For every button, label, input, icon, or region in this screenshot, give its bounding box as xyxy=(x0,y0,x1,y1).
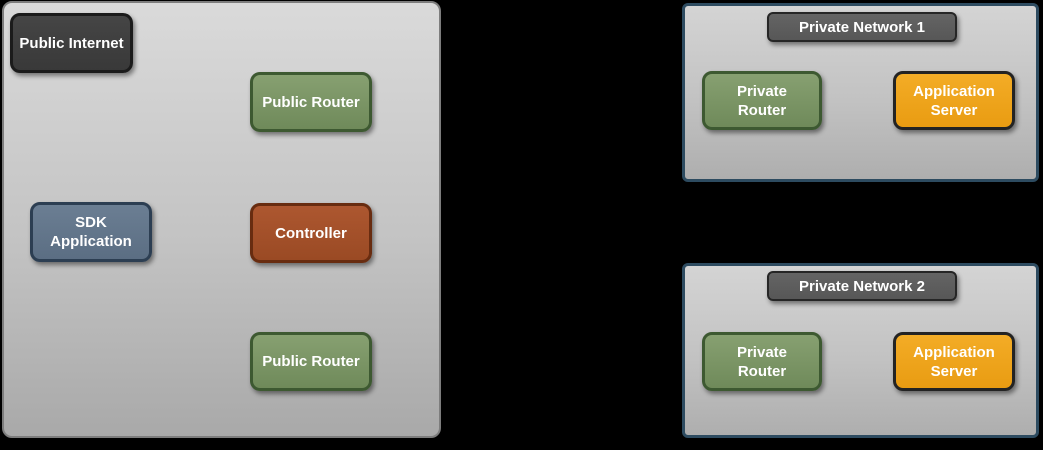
controller-label: Controller xyxy=(275,224,347,242)
public-router-top-label: Public Router xyxy=(262,93,360,111)
public-router-bottom-label: Public Router xyxy=(262,353,360,370)
public-internet-label: Public Internet xyxy=(19,34,124,52)
private-network-1-server-label: Application Server xyxy=(913,82,995,119)
private-network-2-server-label: Application Server xyxy=(913,343,995,380)
public-router-bottom-node: Public Router xyxy=(250,332,372,391)
private-network-1-zone: Private Network 1 Private Router Applica… xyxy=(682,3,1039,182)
sdk-application-node: SDK Application xyxy=(30,202,152,262)
public-router-top-node: Public Router xyxy=(250,72,372,132)
private-network-2-title-label: Private Network 2 xyxy=(799,277,925,295)
private-network-1-title-label: Private Network 1 xyxy=(799,18,925,36)
public-internet-zone: Public Internet Public Router SDK Applic… xyxy=(2,1,441,438)
private-network-1-title: Private Network 1 xyxy=(767,12,957,42)
private-network-1-router-node: Private Router xyxy=(702,71,822,130)
private-network-2-server-node: Application Server xyxy=(893,332,1015,391)
sdk-application-label: SDK Application xyxy=(50,214,132,250)
private-network-1-router-label: Private Router xyxy=(736,82,788,119)
private-network-2-router-label: Private Router xyxy=(736,343,788,380)
public-internet-node: Public Internet xyxy=(10,13,133,73)
private-network-2-zone: Private Network 2 Private Router Applica… xyxy=(682,263,1039,438)
private-network-1-server-node: Application Server xyxy=(893,71,1015,130)
controller-node: Controller xyxy=(250,203,372,263)
private-network-2-router-node: Private Router xyxy=(702,332,822,391)
private-network-2-title: Private Network 2 xyxy=(767,271,957,301)
